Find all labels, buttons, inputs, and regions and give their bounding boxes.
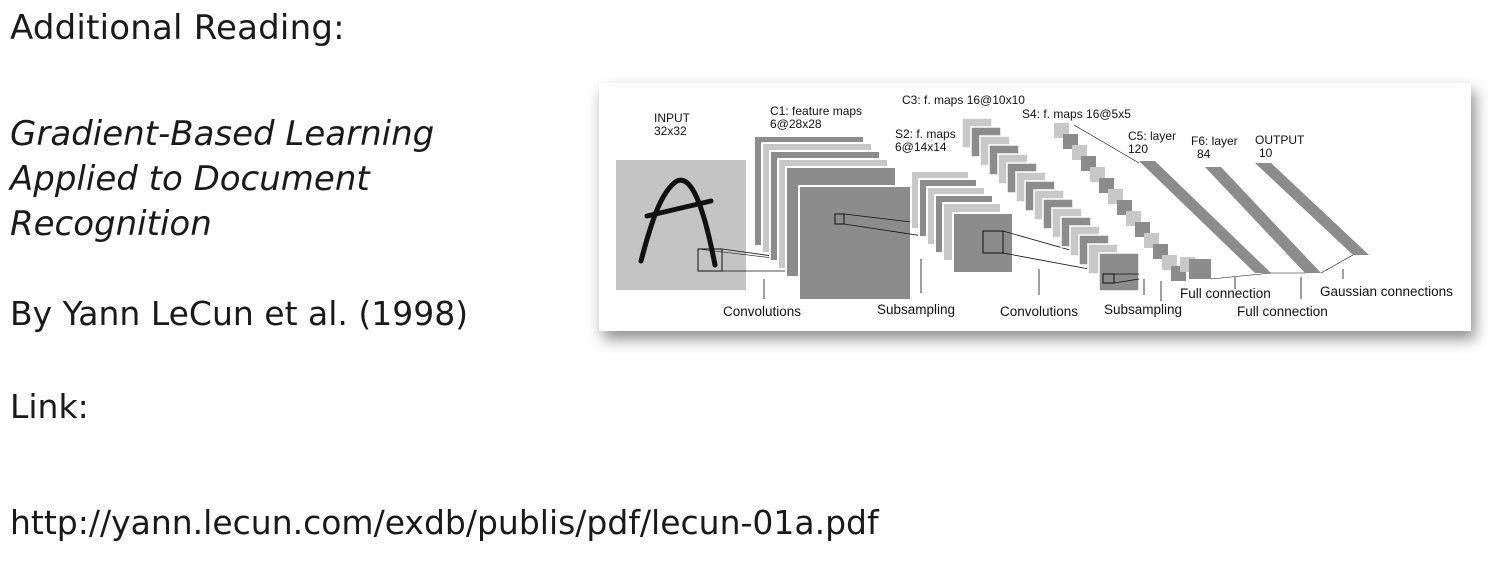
c1-map (798, 185, 912, 301)
s4-map (1189, 259, 1211, 279)
f6-size-label: 84 (1197, 147, 1211, 161)
gaussian-connections-label: Gaussian connections (1320, 284, 1453, 299)
lenet-diagram: INPUT 32x32 C1: feature maps 6@28x28 S2:… (616, 93, 1453, 319)
link-label: Link: (10, 387, 89, 426)
output-size-label: 10 (1259, 146, 1273, 160)
handwritten-a-crossbar (644, 198, 714, 219)
full-connection-1-label: Full connection (1180, 286, 1271, 301)
convolutions-1-label: Convolutions (723, 304, 801, 319)
paper-title-line-3: Recognition (10, 204, 212, 244)
input-size-label: 32x32 (654, 124, 687, 138)
c3-feature-maps (961, 117, 1140, 292)
c3-label: C3: f. maps 16@10x10 (902, 93, 1025, 107)
c3-map (1098, 252, 1140, 292)
slide-heading: Additional Reading: (10, 8, 345, 48)
connection-line (1210, 272, 1272, 280)
c1-feature-maps (753, 135, 912, 301)
author-byline: By Yann LeCun et al. (1998) (10, 294, 469, 333)
paper-link[interactable]: http://yann.lecun.com/exdb/publis/pdf/le… (10, 503, 879, 542)
c1-size-label: 6@28x28 (770, 117, 822, 131)
f6-label: F6: layer (1191, 134, 1238, 148)
s4-feature-maps (1054, 123, 1211, 281)
c5-label: C5: layer (1128, 129, 1176, 143)
c5-size-label: 120 (1128, 142, 1148, 156)
paper-title: Gradient-Based Learning Applied to Docum… (10, 112, 434, 247)
subsampling-1-label: Subsampling (877, 302, 955, 317)
output-layer (1255, 163, 1369, 255)
c3-receptive-field (1102, 273, 1115, 284)
paper-title-line-1: Gradient-Based Learning (10, 114, 435, 154)
s2-receptive-field (982, 230, 1004, 254)
s2-feature-maps (910, 170, 1014, 274)
subsampling-2-label: Subsampling (1104, 302, 1182, 317)
f6-layer (1205, 167, 1321, 273)
c1-label: C1: feature maps (770, 104, 862, 118)
s2-size-label: 6@14x14 (895, 140, 947, 154)
connection-line (1320, 254, 1354, 274)
lenet-architecture-figure: INPUT 32x32 C1: feature maps 6@28x28 S2:… (599, 83, 1471, 331)
full-connection-2-label: Full connection (1237, 304, 1328, 319)
output-label: OUTPUT (1255, 133, 1305, 147)
projection-line (1073, 124, 1140, 164)
input-receptive-field (697, 248, 723, 272)
handwritten-a-glyph (638, 177, 718, 268)
s2-label: S2: f. maps (895, 127, 956, 141)
input-label: INPUT (654, 111, 691, 125)
c5-layer (1139, 161, 1271, 273)
projection-line (1113, 278, 1140, 284)
paper-title-line-2: Applied to Document (10, 159, 370, 199)
s4-label: S4: f. maps 16@5x5 (1022, 107, 1131, 121)
c1-receptive-field (834, 213, 845, 225)
convolutions-2-label: Convolutions (1000, 304, 1078, 319)
